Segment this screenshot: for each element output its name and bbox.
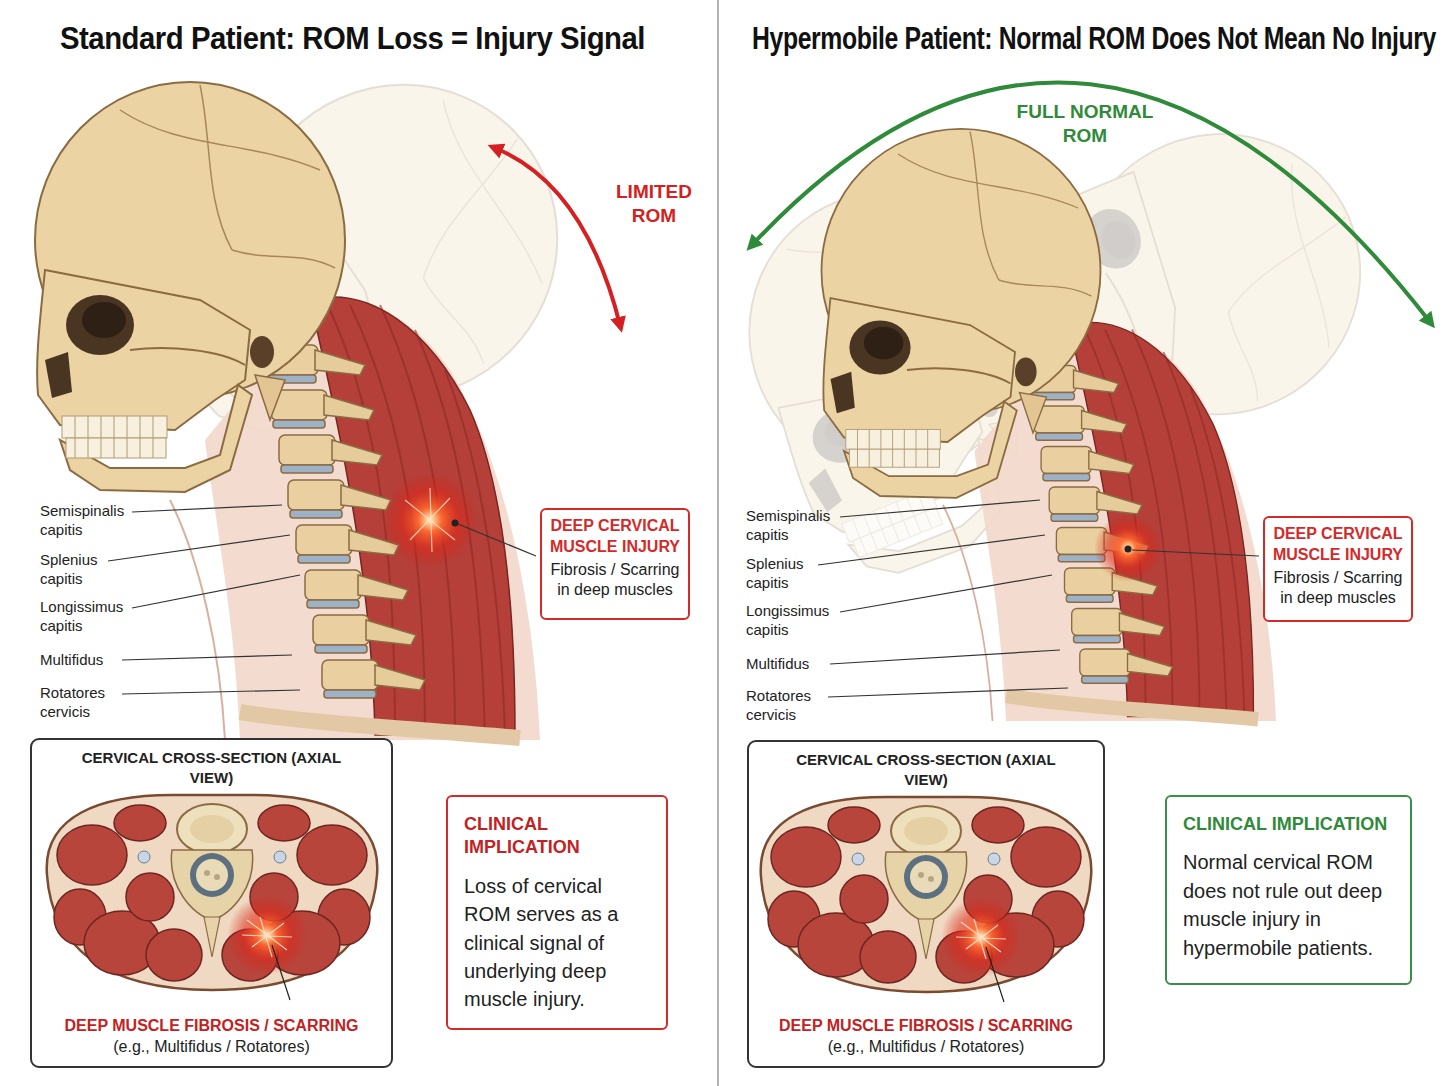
muscle-label: Multifidus [40, 651, 135, 670]
leader-line [272, 945, 290, 1000]
rom-arrow [495, 148, 620, 325]
finding-label: DEEP MUSCLE FIBROSIS / SCARRING [759, 1016, 1093, 1037]
callout-body: Fibrosis / Scarring in deep muscles [547, 560, 683, 602]
rom-label: LIMITED ROM [606, 180, 702, 228]
implication-box: CLINICAL IMPLICATION Loss of cervical ROM… [446, 795, 668, 1030]
panel-heading: CERVICAL CROSS-SECTION (AXIAL VIEW) [77, 748, 347, 787]
right-anatomy [707, 84, 1410, 721]
panel-title: Standard Patient: ROM Loss = Injury Sign… [60, 20, 645, 57]
muscle-label: Semispinalis capitis [40, 502, 135, 540]
illustration-space [42, 787, 381, 1016]
muscle-label: Multifidus [746, 655, 841, 674]
callout-body: Fibrosis / Scarring in deep muscles [1270, 568, 1406, 610]
injury-callout: DEEP CERVICAL MUSCLE INJURYFibrosis / Sc… [540, 508, 690, 620]
rom-label: FULL NORMAL ROM [1010, 100, 1160, 148]
muscle-label: Rotatores cervicis [746, 687, 841, 725]
muscle-label: Longissimus capitis [746, 602, 841, 640]
box-body: Normal cervical ROM does not rule out de… [1183, 848, 1394, 962]
left-anatomy [35, 20, 622, 740]
illustration-space [759, 789, 1093, 1016]
muscle-label: Splenius capitis [40, 551, 135, 589]
leader-line [986, 947, 1004, 1002]
finding-example: (e.g., Multifidus / Rotatores) [42, 1036, 381, 1058]
muscle-label: Semispinalis capitis [746, 507, 841, 545]
leader-lines [818, 500, 1259, 697]
panel-title: Hypermobile Patient: Normal ROM Does Not… [752, 20, 1436, 57]
skull [822, 129, 1101, 498]
leader-dot [1125, 546, 1132, 553]
callout-heading: DEEP CERVICAL MUSCLE INJURY [547, 516, 683, 558]
finding-example: (e.g., Multifidus / Rotatores) [759, 1036, 1093, 1058]
injury-glow [1094, 514, 1162, 582]
cross-section [47, 795, 378, 990]
box-heading: CLINICAL IMPLICATION [464, 813, 650, 860]
cross-section-panel: CERVICAL CROSS-SECTION (AXIAL VIEW) DEEP … [30, 738, 393, 1068]
finding-label: DEEP MUSCLE FIBROSIS / SCARRING [42, 1016, 381, 1037]
panel-divider [717, 0, 719, 1086]
rom-arrow [752, 82, 1430, 322]
leader-lines [108, 505, 536, 694]
injury-callout: DEEP CERVICAL MUSCLE INJURYFibrosis / Sc… [1263, 516, 1413, 622]
muscle-label: Splenius capitis [746, 555, 841, 593]
panel-heading: CERVICAL CROSS-SECTION (AXIAL VIEW) [791, 750, 1061, 789]
skull [35, 82, 345, 492]
muscle-label: Longissimus capitis [40, 598, 135, 636]
injury-glow [382, 472, 478, 568]
box-body: Loss of cervical ROM serves as a clinica… [464, 872, 650, 1014]
implication-box: CLINICAL IMPLICATION Normal cervical ROM … [1165, 795, 1412, 985]
box-heading: CLINICAL IMPLICATION [1183, 813, 1394, 836]
muscle-label: Rotatores cervicis [40, 684, 135, 722]
cross-section [761, 797, 1092, 992]
cross-section-panel: CERVICAL CROSS-SECTION (AXIAL VIEW) DEEP … [747, 740, 1105, 1068]
fibrosis-strokes [405, 488, 455, 552]
callout-heading: DEEP CERVICAL MUSCLE INJURY [1270, 524, 1406, 566]
leader-dot [452, 520, 459, 527]
